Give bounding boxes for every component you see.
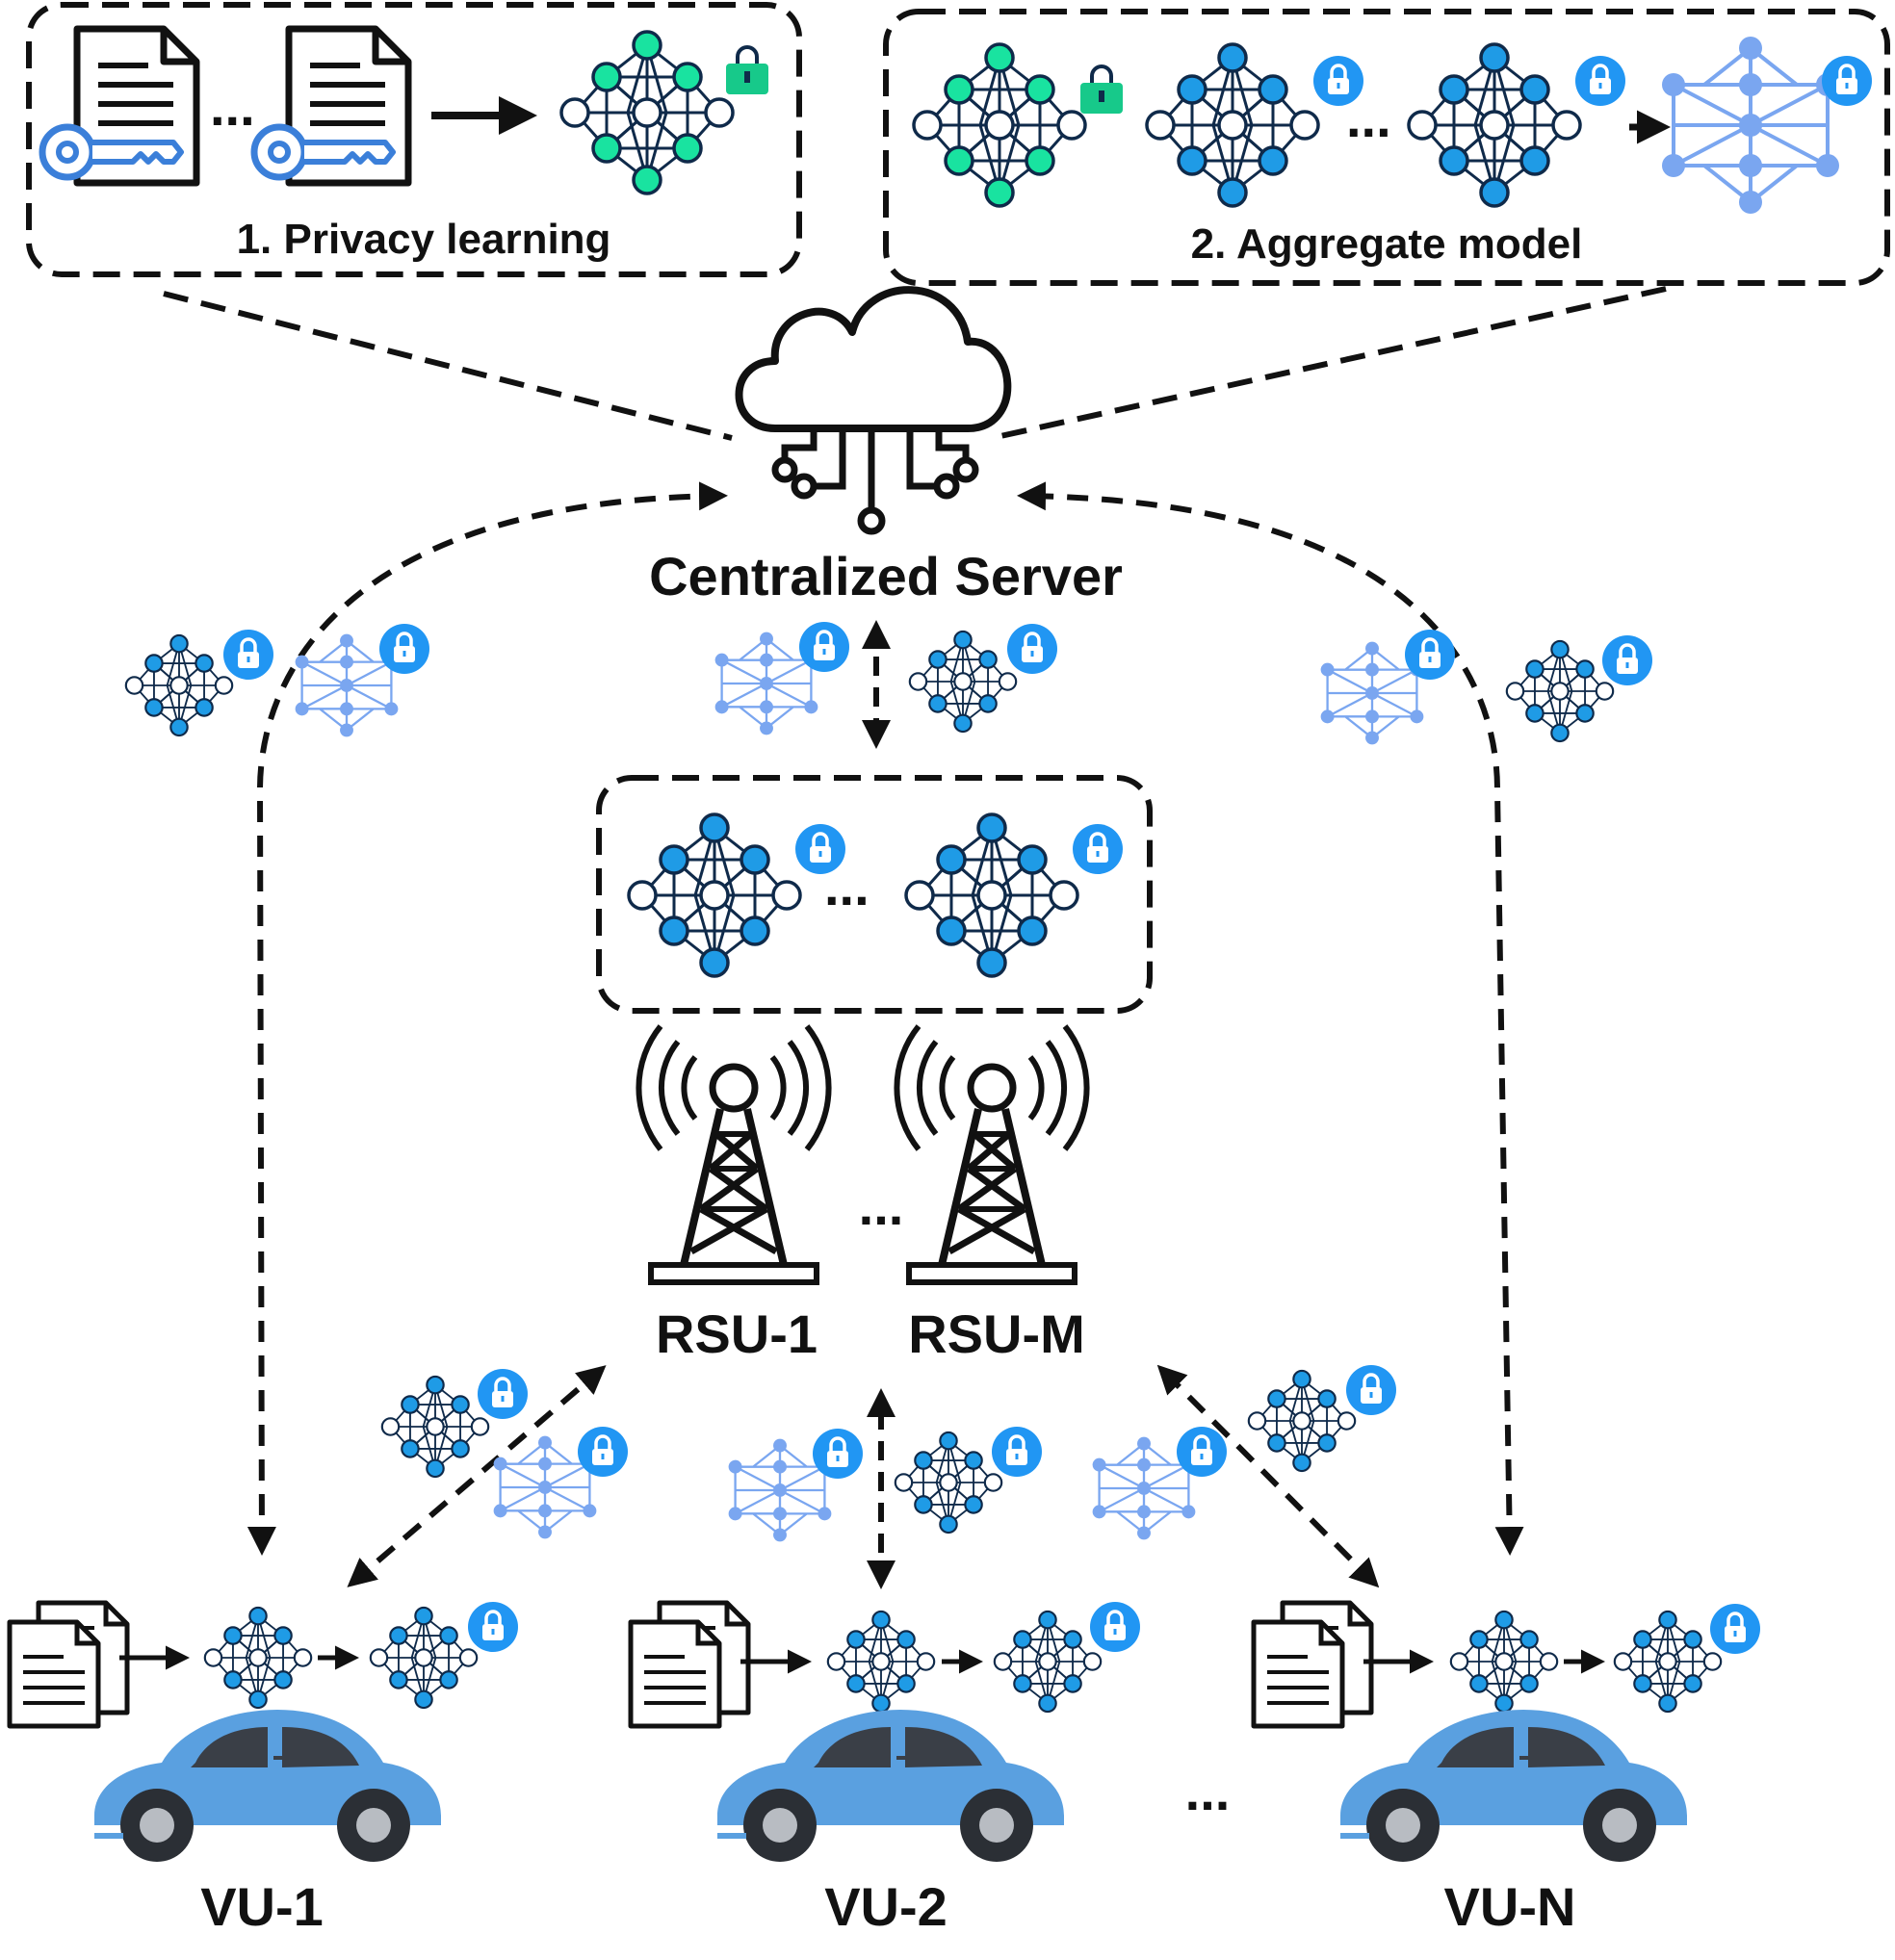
- connector-line: [163, 291, 733, 441]
- local-model-icon: [1407, 42, 1582, 208]
- vehicle-unit-1: VU-1: [10, 1600, 520, 1937]
- encrypted-document-icon: [42, 29, 196, 183]
- lock-icon: [1088, 1600, 1142, 1654]
- privacy-model-icon: [559, 30, 735, 195]
- local-model-icon: [993, 1610, 1103, 1714]
- lock-icon: [1403, 628, 1457, 682]
- lock-icon: [1005, 622, 1059, 676]
- car-icon: [92, 1708, 443, 1864]
- lock-icon: [1573, 54, 1627, 108]
- uplink-arrow: [247, 481, 728, 1556]
- aggregated-model-icon: [1660, 35, 1841, 216]
- local-model-icon: [627, 812, 802, 978]
- radio-tower-icon: [638, 1026, 828, 1282]
- document-icon: [631, 1603, 748, 1726]
- document-icon: [1254, 1603, 1371, 1726]
- privacy-learning-box: ... 1. Privacy learning: [26, 2, 802, 277]
- ellipsis: ...: [1185, 1761, 1231, 1821]
- local-model-icon: [1613, 1610, 1723, 1714]
- connector-line: [991, 286, 1667, 441]
- lock-icon: [724, 45, 770, 96]
- local-model-icon: [124, 633, 234, 737]
- ellipsis: ...: [859, 1175, 904, 1236]
- lock-icon: [476, 1367, 530, 1421]
- ellipsis: ...: [1346, 88, 1391, 148]
- privacy-learning-label: 1. Privacy learning: [237, 216, 611, 263]
- lock-icon: [221, 628, 275, 682]
- local-model-icon: [1145, 42, 1320, 208]
- privacy-model-icon: [912, 42, 1087, 208]
- lock-icon: [1344, 1363, 1398, 1417]
- uplink-arrow: [1156, 1364, 1380, 1588]
- vehicle-unit-n: VU-N: [1254, 1602, 1762, 1937]
- aggregate-model-box: ... 2. Aggregate model: [883, 9, 1890, 286]
- lock-icon: [1071, 822, 1125, 876]
- local-model-icon: [908, 630, 1018, 734]
- lock-icon: [797, 620, 851, 674]
- rsu-first-label: RSU-1: [656, 1303, 818, 1364]
- uplink-arrow: [347, 1365, 607, 1587]
- radio-tower-icon: [896, 1026, 1086, 1282]
- vu-2-label: VU-2: [824, 1876, 948, 1937]
- car-icon: [715, 1708, 1066, 1864]
- local-model-icon: [203, 1606, 313, 1710]
- lock-icon: [377, 622, 431, 676]
- local-model-icon: [894, 1431, 1003, 1534]
- lock-icon: [1600, 633, 1654, 687]
- ellipsis: ...: [824, 856, 870, 916]
- lock-icon: [811, 1427, 865, 1481]
- local-model-icon: [1505, 639, 1615, 743]
- vu-n-label: VU-N: [1444, 1876, 1576, 1937]
- lock-icon: [576, 1425, 630, 1479]
- ellipsis: ...: [210, 76, 255, 137]
- lock-icon: [1708, 1602, 1762, 1656]
- server-label: Centralized Server: [649, 546, 1123, 606]
- vehicle-unit-2: VU-2: [631, 1600, 1142, 1937]
- encrypted-document-icon: [254, 29, 408, 183]
- local-model-icon: [826, 1610, 936, 1714]
- uplink-arrow: [1017, 481, 1524, 1556]
- local-model-icon: [904, 812, 1079, 978]
- local-model-icon: [380, 1375, 490, 1479]
- local-model-icon: [1449, 1610, 1559, 1714]
- rsu-model-box: ...: [596, 775, 1153, 1014]
- car-icon: [1338, 1708, 1689, 1864]
- rsu-last-label: RSU-M: [908, 1303, 1085, 1364]
- lock-icon: [990, 1425, 1044, 1479]
- document-icon: [10, 1603, 127, 1726]
- vu-1-label: VU-1: [200, 1876, 324, 1937]
- lock-icon: [1078, 64, 1125, 116]
- cloud-server-icon: [740, 290, 1008, 531]
- lock-icon: [1175, 1425, 1229, 1479]
- aggregate-model-label: 2. Aggregate model: [1191, 220, 1583, 268]
- local-model-icon: [369, 1606, 479, 1710]
- lock-icon: [1820, 54, 1874, 108]
- lock-icon: [466, 1600, 520, 1654]
- local-model-icon: [1247, 1369, 1357, 1473]
